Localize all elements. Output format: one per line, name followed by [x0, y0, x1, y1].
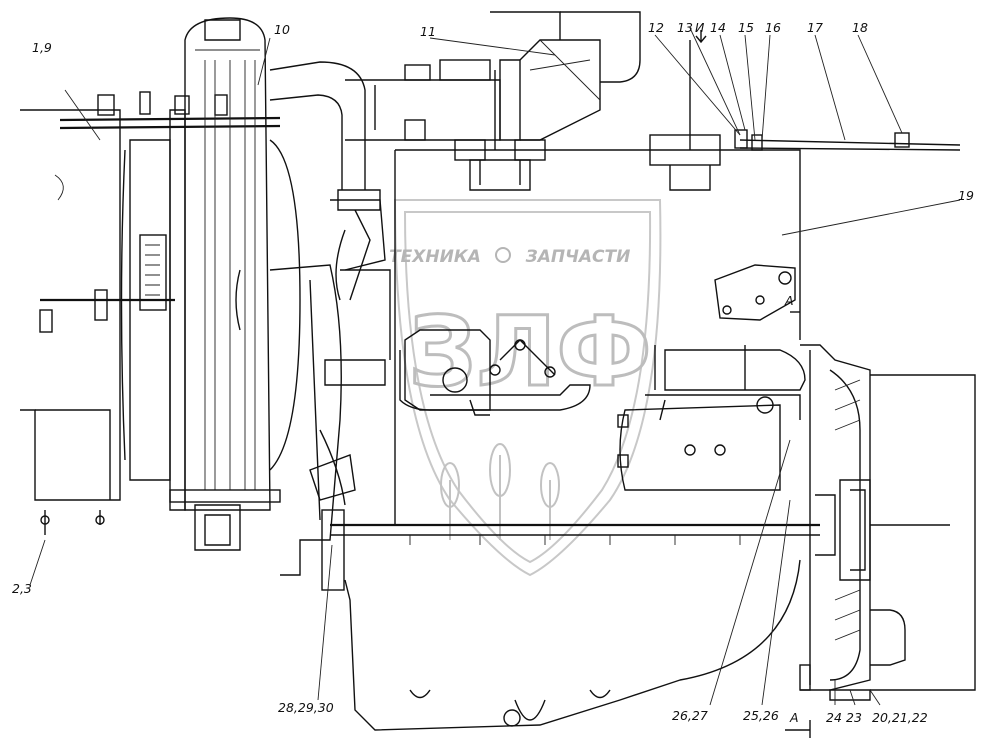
callout-23: 23	[846, 710, 862, 725]
intake-pipe	[269, 11, 641, 211]
view-a-marker-bottom: A	[789, 710, 799, 725]
callout-14: 14	[710, 20, 726, 35]
front-housing	[269, 199, 391, 591]
view-a-marker-side: A	[784, 293, 794, 308]
callout-13: 13	[677, 20, 693, 35]
callout-1-9: 1,9	[32, 40, 52, 55]
watermark-right-word: ЗАПЧАСТИ	[525, 247, 631, 267]
callout-2-3: 2,3	[12, 581, 32, 596]
watermark-left-word: ТЕХНИКА	[389, 247, 481, 267]
starter-motor	[617, 345, 806, 491]
callout-19: 19	[958, 188, 974, 203]
callout-26-27: 26,27	[672, 708, 708, 723]
callout-15: 15	[738, 20, 754, 35]
oil-pan	[344, 559, 801, 731]
fan-shroud	[20, 109, 175, 535]
leader-lines	[29, 27, 961, 738]
oil-tube	[734, 129, 961, 151]
callout-18: 18	[852, 20, 868, 35]
watermark-monogram: ЗЛФ	[408, 296, 651, 408]
callout-24: 24	[826, 710, 842, 725]
callout-11: 11	[420, 24, 436, 39]
callout-17: 17	[807, 20, 823, 35]
gear-icon	[495, 247, 511, 263]
callout-10: 10	[274, 22, 290, 37]
flywheel-housing	[799, 344, 976, 701]
callout-20-21-22: 20,21,22	[872, 710, 928, 725]
fuel-pump	[399, 329, 591, 416]
engine-block	[330, 40, 820, 545]
callout-16: 16	[765, 20, 781, 35]
callout-13-mark: И	[695, 20, 705, 35]
callouts: 1,9 10 11 12 13 И 14 15 16 17 18 19 2,3 …	[12, 20, 974, 725]
callout-12: 12	[648, 20, 664, 35]
radiator	[120, 17, 301, 551]
callout-25-26: 25,26	[743, 708, 779, 723]
callout-28-29-30: 28,29,30	[278, 700, 334, 715]
watermark-shield: ЗЛФ ТЕХНИКА ЗАПЧАСТИ	[389, 199, 662, 577]
